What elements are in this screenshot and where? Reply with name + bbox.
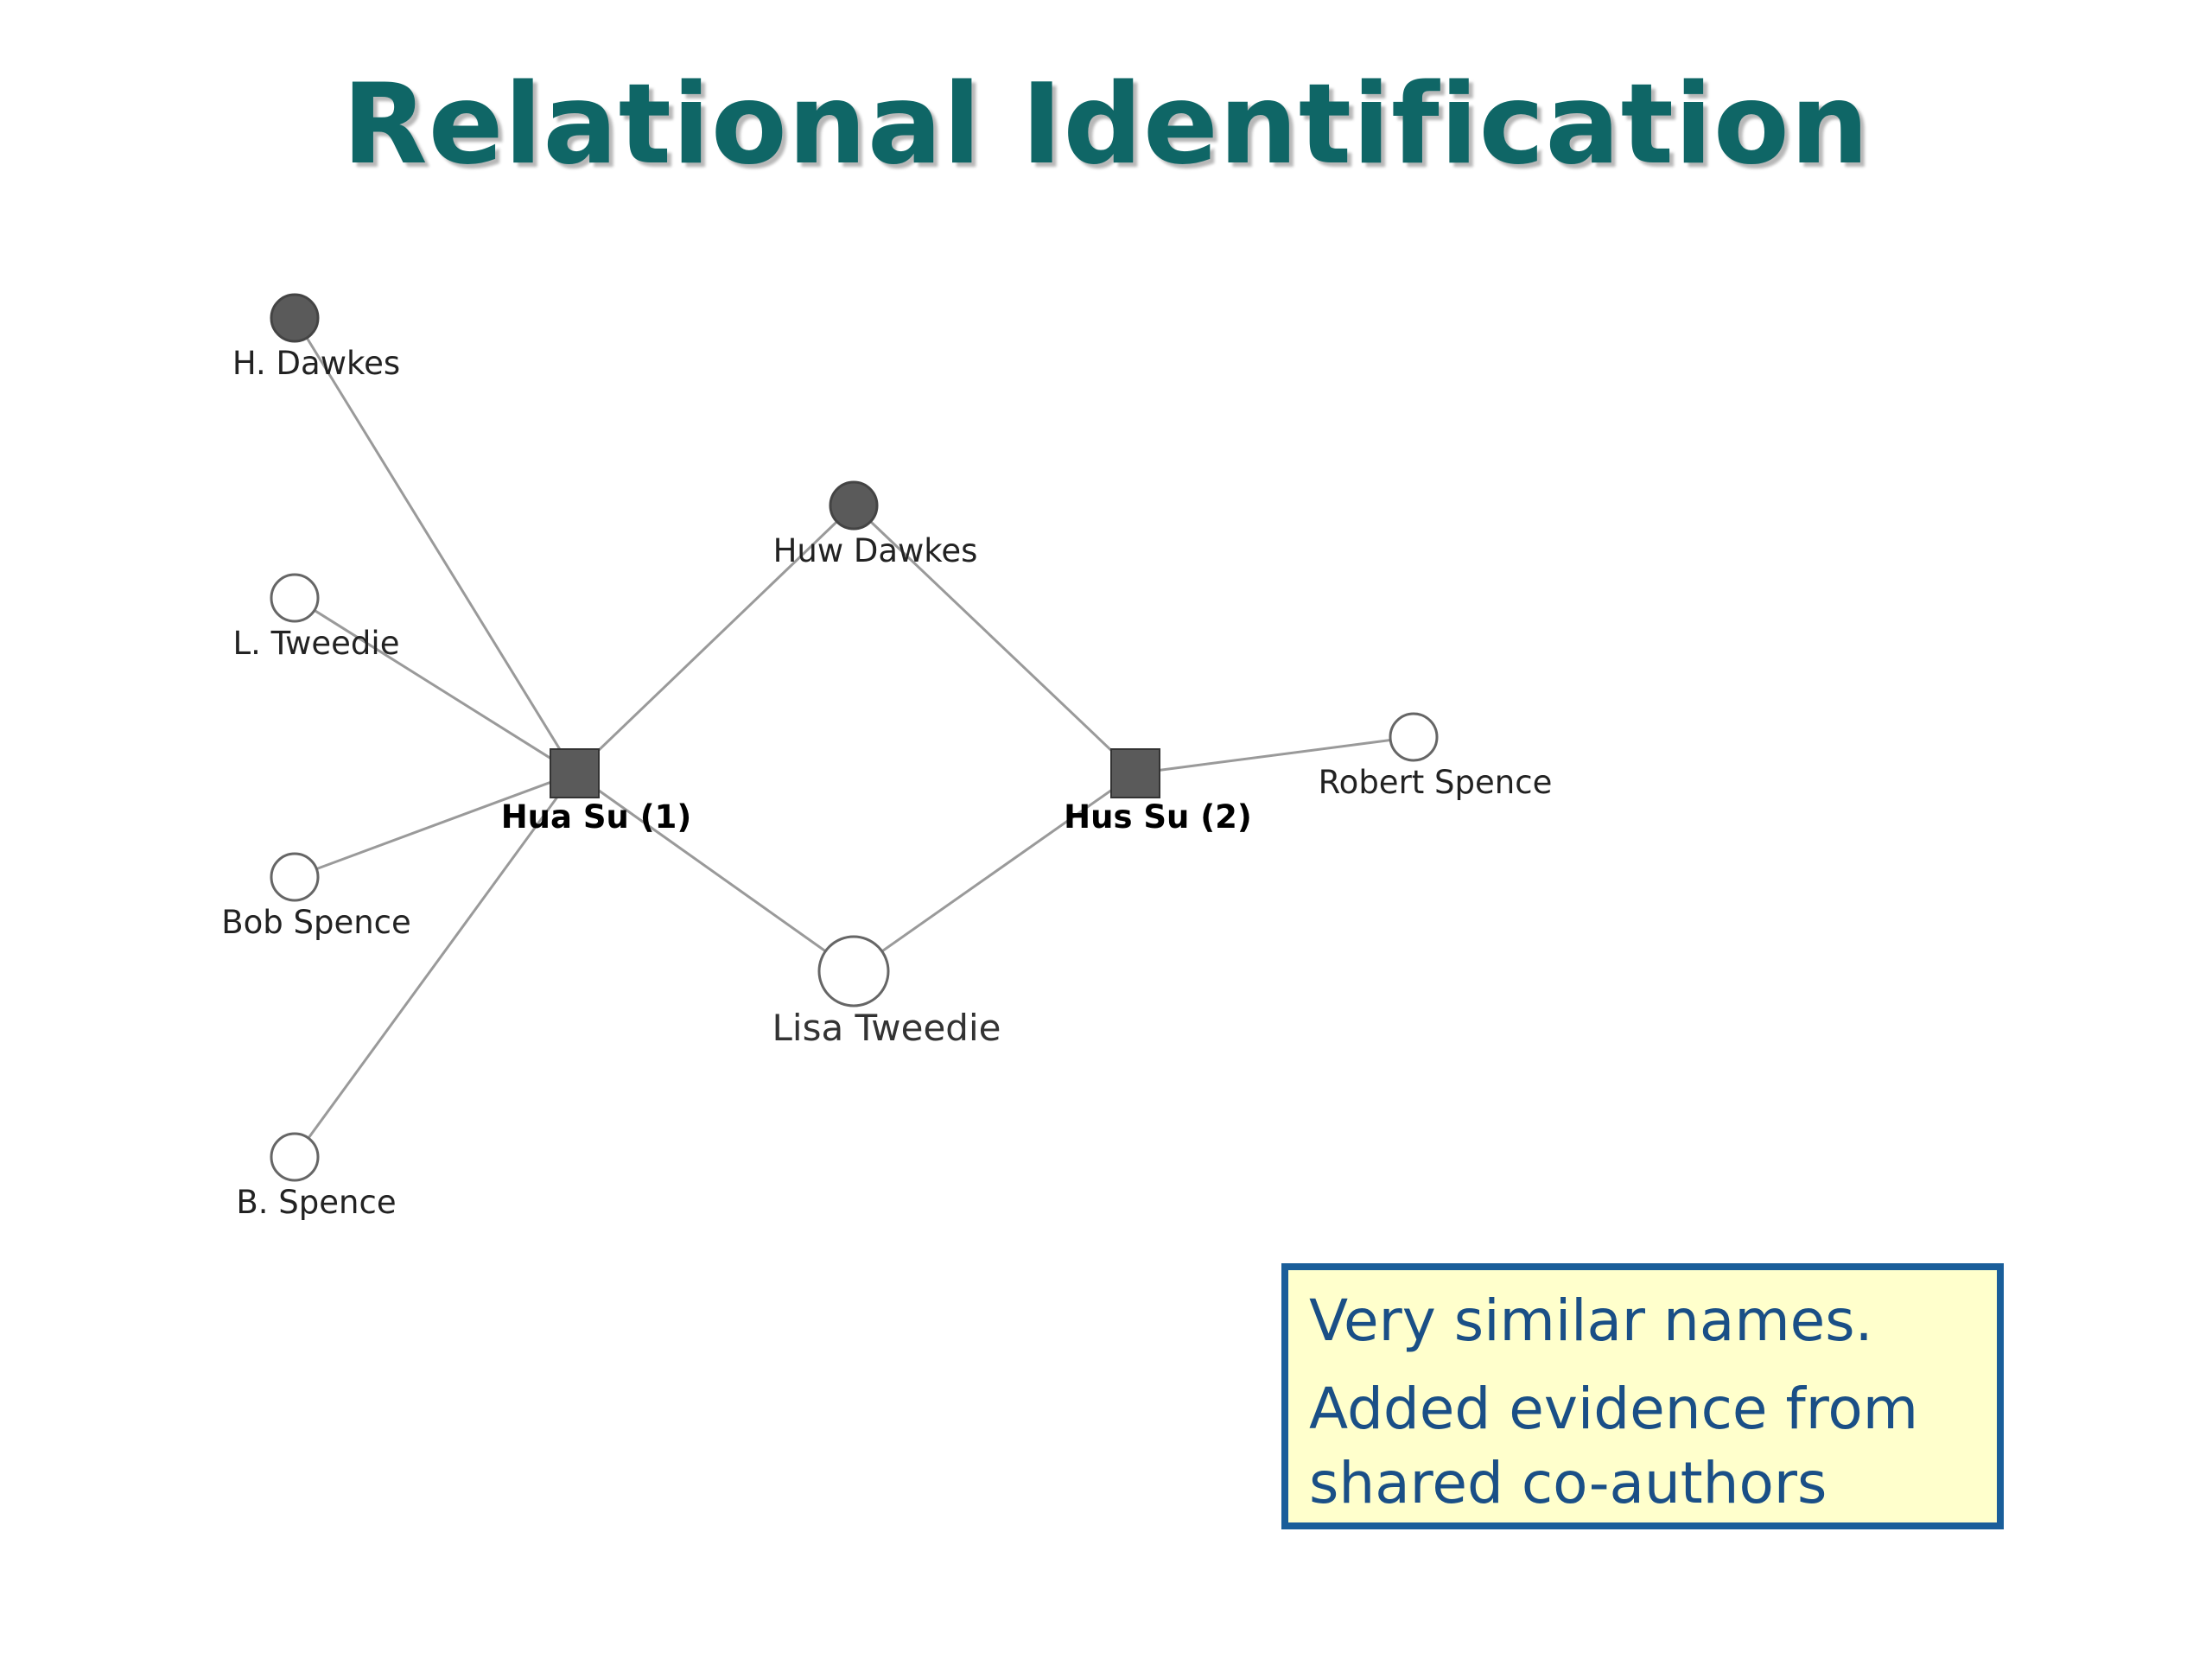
edge-hus-huw [852, 504, 1137, 775]
edge-hua-ltweedie [294, 596, 575, 775]
edge-hua-huw [573, 504, 855, 775]
nodes-layer [270, 293, 1439, 1182]
node-label-hdawkes: H. Dawkes [232, 345, 400, 382]
edge-hua-lisa [574, 772, 855, 973]
callout-box: Very similar names. Added evidence from … [1281, 1263, 2004, 1529]
edge-hua-bspence [293, 772, 576, 1158]
edge-hua-hdawkes [293, 317, 576, 774]
node-bspence [270, 1132, 320, 1182]
node-ltweedie [270, 573, 320, 623]
node-label-ltweedie: L. Tweedie [233, 625, 400, 662]
node-label-bobspence: Bob Spence [221, 904, 411, 941]
node-label-huw: Huw Dawkes [773, 532, 978, 569]
edge-hus-robert [1135, 735, 1414, 775]
node-label-robert: Robert Spence [1319, 764, 1553, 801]
callout-line-1: Very similar names. [1309, 1287, 1873, 1354]
node-huw [829, 480, 879, 531]
callout-line-3: shared co-authors [1309, 1450, 1827, 1516]
node-robert [1389, 712, 1439, 762]
callout-line-2: Added evidence from [1309, 1376, 1919, 1442]
edge-hus-lisa [853, 772, 1136, 973]
edge-hua-bobspence [294, 772, 575, 879]
slide-title: Relational Identification [342, 60, 1870, 189]
node-label-lisa: Lisa Tweedie [772, 1007, 1001, 1049]
node-label-hus: Hus Su (2) [1064, 798, 1252, 836]
edges-layer [293, 317, 1414, 1158]
node-label-bspence: B. Spence [236, 1184, 396, 1221]
node-hdawkes [270, 293, 320, 343]
node-bobspence [270, 852, 320, 902]
node-hua [550, 748, 600, 798]
node-lisa [817, 935, 890, 1007]
node-hus [1110, 748, 1160, 798]
node-label-hua: Hua Su (1) [501, 798, 692, 836]
